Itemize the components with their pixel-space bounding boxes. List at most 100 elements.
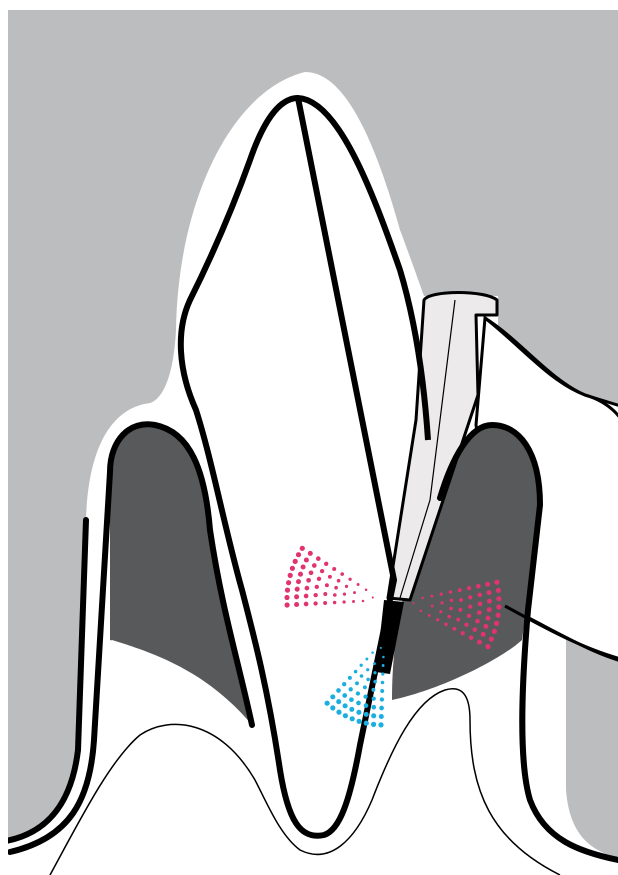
spray-dot [363, 694, 367, 698]
spray-dot [458, 608, 462, 612]
spray-dot [489, 637, 494, 642]
spray-dot [380, 647, 382, 649]
spray-dot [382, 656, 385, 659]
spray-dot [285, 602, 290, 607]
spray-dot [293, 559, 298, 564]
spray-dot [330, 694, 335, 699]
spray-dot [285, 588, 290, 593]
spray-dot [343, 592, 346, 595]
spray-dot [372, 696, 376, 700]
spray-dot [342, 682, 346, 686]
spray-dot [461, 631, 465, 635]
spray-dot [360, 674, 364, 678]
spray-dot [365, 588, 368, 591]
spray-dot [494, 580, 499, 585]
spray-dot [345, 585, 348, 588]
spray-dot [467, 586, 471, 590]
spray-dot [492, 629, 497, 634]
spray-dot [325, 583, 329, 587]
spray-dot [496, 596, 501, 601]
spray-dot [354, 670, 358, 674]
spray-dot [487, 599, 492, 604]
spray-dot [336, 710, 341, 715]
spray-dot [313, 601, 317, 605]
spray-dot [450, 599, 454, 603]
spray-dot [355, 681, 359, 685]
spray-dot [458, 588, 462, 592]
spray-dot [452, 627, 456, 631]
spray-dot [464, 623, 468, 627]
spray-dot [362, 600, 365, 603]
spray-dot [324, 562, 328, 566]
spray-dot [487, 607, 492, 612]
spray-dot [364, 703, 369, 708]
spray-dot [356, 691, 360, 695]
spray-dot [364, 712, 369, 717]
spray-dot [349, 687, 353, 691]
spray-dot [476, 584, 481, 589]
spray-dot [290, 566, 295, 571]
spray-dot [379, 706, 384, 711]
spray-dot [286, 580, 291, 585]
spray-dot [449, 590, 453, 594]
spray-dot [444, 623, 448, 627]
spray-dot [296, 579, 301, 584]
spray-dot [371, 688, 375, 692]
spray-dot [486, 590, 491, 595]
spray-dot [312, 563, 317, 568]
spray-dot [373, 680, 377, 684]
spray-dot [371, 722, 376, 727]
spray-dot [477, 640, 482, 645]
spray-dot [364, 721, 369, 726]
spray-dot [468, 604, 472, 608]
spray-dot [343, 703, 348, 708]
spray-dot [337, 579, 341, 583]
spray-dot [485, 644, 490, 649]
spray-dot [371, 705, 376, 710]
spray-dot [333, 593, 337, 597]
spray-dot [352, 600, 355, 603]
spray-dot [284, 595, 289, 600]
spray-dot [496, 588, 501, 593]
spray-dot [378, 722, 383, 727]
spray-dot [353, 591, 356, 594]
spray-dot [320, 569, 324, 573]
spray-dot [469, 635, 474, 640]
spray-dot [366, 668, 369, 671]
spray-dot [316, 556, 321, 561]
spray-dot [456, 618, 460, 622]
spray-dot [373, 671, 376, 674]
spray-dot [379, 714, 384, 719]
spray-dot [350, 716, 355, 721]
spray-dot [356, 710, 361, 715]
spray-dot [496, 613, 501, 618]
spray-dot [372, 596, 374, 598]
spray-dot [340, 572, 344, 576]
spray-dot [328, 575, 332, 579]
spray-dot [294, 594, 299, 599]
spray-dot [342, 693, 347, 698]
spray-dot [357, 719, 362, 724]
spray-dot [459, 598, 463, 602]
spray-dot [380, 697, 384, 701]
spray-dot [357, 583, 360, 586]
spray-dot [309, 570, 314, 575]
spray-dot [301, 564, 306, 569]
spray-dot [382, 664, 385, 667]
spray-dot [485, 616, 490, 621]
spray-dot [308, 551, 313, 556]
spray-dot [304, 557, 309, 562]
spray-dot [349, 707, 354, 712]
spray-dot [363, 685, 367, 689]
spray-dot [349, 697, 354, 702]
spray-dot [428, 614, 431, 617]
spray-dot [315, 585, 319, 589]
spray-dot [366, 678, 370, 682]
spray-dot [365, 658, 368, 661]
spray-dot [330, 705, 335, 710]
spray-dot [380, 689, 384, 693]
spray-dot [348, 676, 352, 680]
spray-dot [317, 577, 321, 581]
spray-dot [478, 601, 483, 606]
